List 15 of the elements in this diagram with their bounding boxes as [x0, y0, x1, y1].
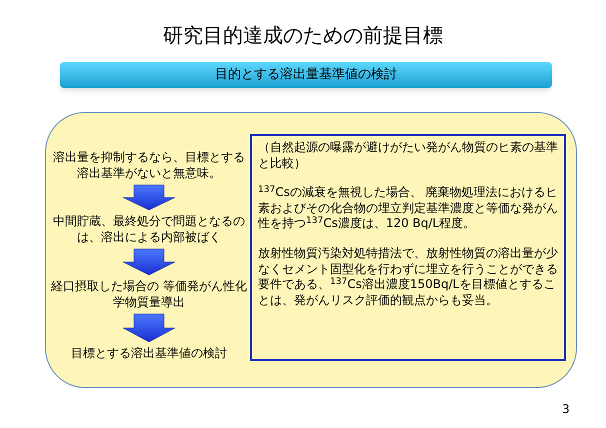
paragraph: （自然起源の曝露が避けがたい発がん物質のヒ素の基準と比較） [258, 140, 558, 172]
page-number: 3 [562, 401, 570, 418]
header-banner: 目的とする溶出量基準値の検討 [60, 62, 552, 88]
block-arrow [122, 248, 176, 276]
step-text: 経口摂取した場合の 等価発がん性化学物質量導出 [50, 278, 248, 312]
step-text: 中間貯蔵、最終処分で問題となるのは、溶出による内部被ばく [50, 213, 248, 247]
block-arrow [122, 184, 176, 210]
paragraph: $^{137}$Csの減衰を無視した場合、 廃棄物処理法におけるヒ素およびその化合物の埋立判定基準濃度と等価な発がん性を持つ$^{137}$Cs濃度は、120 Bq/L程度。 [258, 185, 558, 232]
block-arrow [122, 314, 176, 342]
rounded-panel [45, 112, 577, 388]
paragraph: 放射性物質汚染対処特措法で、放射性物質の溶出量が少なくセメント固型化を行わずに埋立を行うことができる要件である、$^{137}$Cs溶出濃度150Bq/Lを目標値とすることは、発がんリスク評価的観点からも妥当。 [258, 246, 558, 308]
title: 研究目的達成のための前提目標 [162, 22, 444, 49]
step-text: 目標とする溶出基準値の検討 [50, 345, 248, 363]
step-text: 溶出量を抑制するなら、目標とする溶出基準がないと無意味。 [50, 149, 248, 183]
text-panel [250, 134, 566, 361]
